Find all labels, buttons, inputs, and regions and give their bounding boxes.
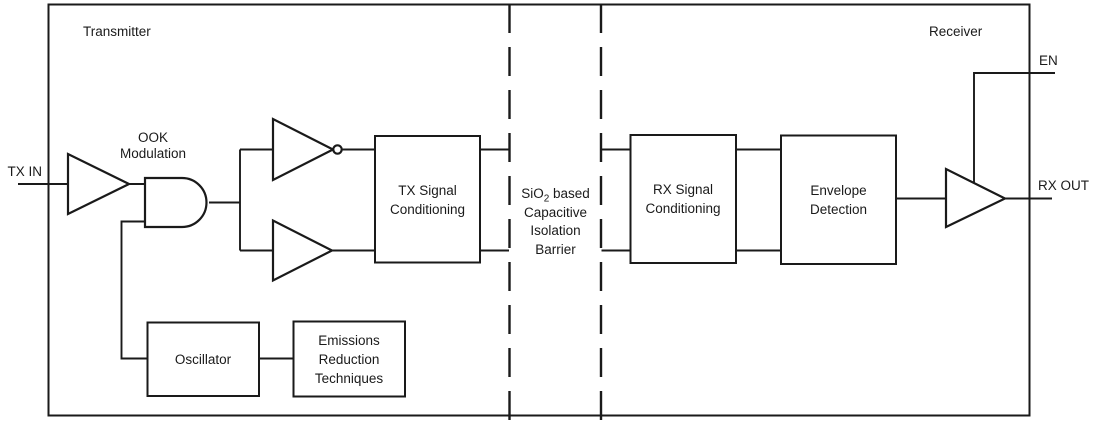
output-buffer-gate-icon	[944, 167, 1008, 229]
inverter-gate-icon	[271, 117, 336, 182]
tx-signal-conditioning-label: TX Signal Conditioning	[389, 182, 466, 217]
oscillator-box	[146, 321, 260, 397]
barrier-label-rest: Capacitive Isolation Barrier	[523, 204, 588, 258]
buffer-gate-icon	[271, 218, 335, 283]
rx-out-port-label: RX OUT	[1038, 178, 1090, 193]
emissions-reduction-box	[292, 320, 406, 398]
tx-in-port-label: TX IN	[7, 164, 42, 179]
envelope-detection-label: Envelope Detection	[809, 182, 868, 217]
wire-oscillator-to-and	[120, 220, 148, 360]
and-gate-icon	[143, 176, 208, 229]
wire-en	[973, 72, 1055, 185]
en-port-label: EN	[1039, 53, 1058, 68]
tx-signal-conditioning-box	[374, 135, 481, 264]
rx-signal-conditioning-box	[629, 134, 737, 264]
oscillator-label: Oscillator	[174, 351, 232, 367]
rx-signal-conditioning-label: RX Signal Conditioning	[645, 182, 721, 216]
barrier-formula: SiO2 based	[521, 185, 590, 205]
emissions-reduction-label: Emissions Reduction Techniques	[314, 332, 384, 386]
transmitter-region-label: Transmitter	[83, 24, 151, 39]
input-buffer-gate-icon	[66, 152, 132, 216]
envelope-detection-box	[780, 134, 897, 265]
ook-modulation-label: OOK Modulation	[119, 130, 187, 161]
device-outline	[47, 3, 1031, 417]
receiver-region-label: Receiver	[929, 24, 983, 39]
isolation-barrier-label: SiO2 based Capacitive Isolation Barrier	[503, 166, 608, 279]
inverter-bubble-icon	[332, 144, 343, 155]
